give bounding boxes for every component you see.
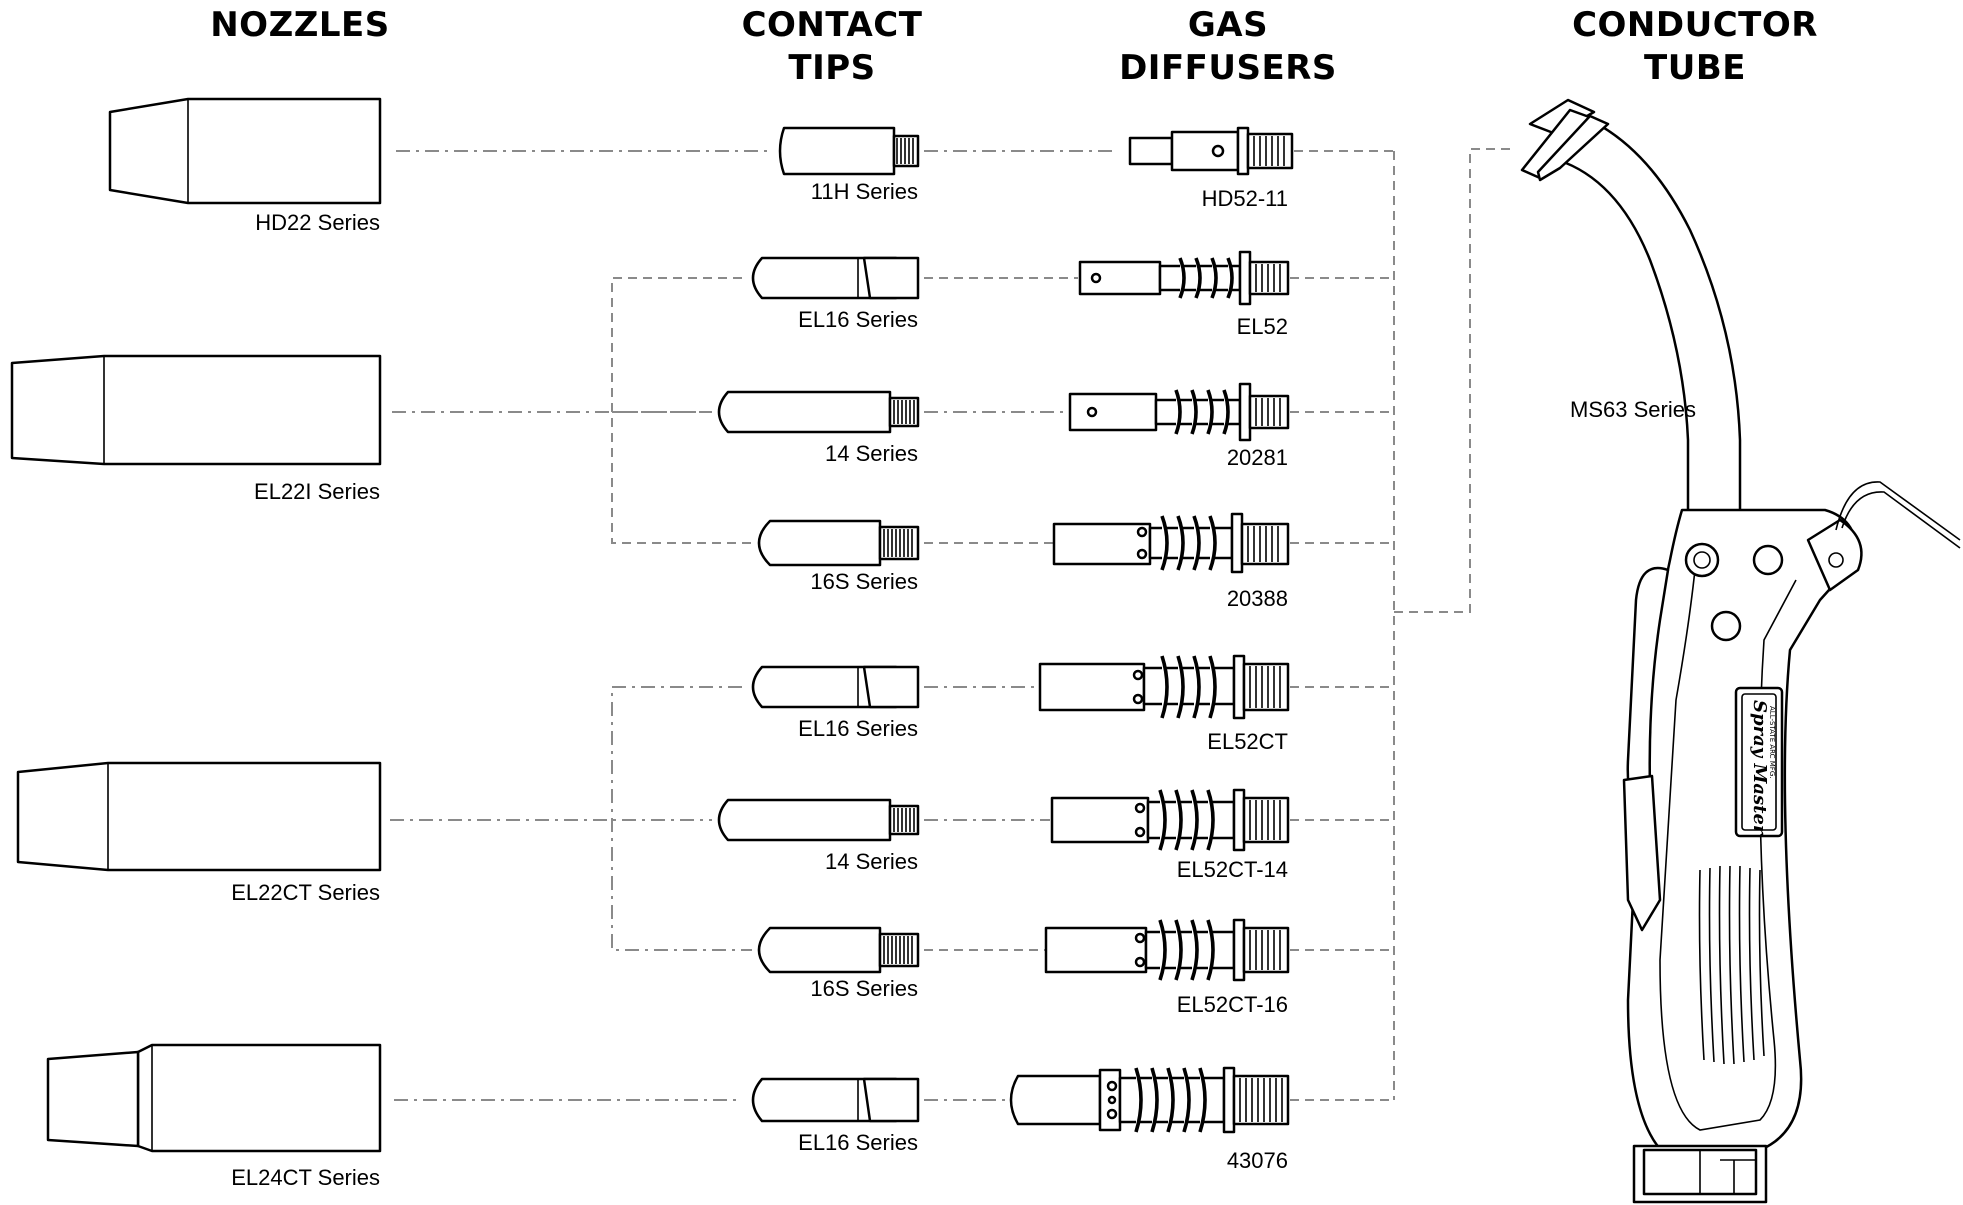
logo-brand-text: Spray Master — [1749, 700, 1770, 836]
tube-tip-collar — [1536, 114, 1610, 182]
diffuser-20281 — [1068, 382, 1290, 442]
header-nozzles: NOZZLES — [210, 5, 390, 45]
tip-label-16s-1: 16S Series — [810, 569, 918, 594]
diffuser-43076 — [1009, 1066, 1290, 1134]
tip-label-el16-1: EL16 Series — [798, 307, 918, 332]
tube-tip-cap — [1528, 98, 1596, 136]
nozzle-el22ct — [16, 761, 382, 872]
tip-16s-2 — [757, 926, 920, 974]
trigger-lever — [1622, 774, 1662, 932]
nozzle-label-el24ct: EL24CT Series — [231, 1165, 380, 1190]
diffuser-label-20281: 20281 — [1227, 445, 1288, 470]
nozzle-label-el22i: EL22I Series — [254, 479, 380, 504]
handle-cable-clip — [1806, 518, 1863, 592]
logo-plate — [1734, 686, 1784, 838]
diffuser-label-43076: 43076 — [1227, 1148, 1288, 1173]
diffuser-hd52-11 — [1128, 126, 1294, 176]
hose-wire — [1835, 481, 1961, 541]
connector-lines — [390, 148, 1516, 1101]
nozzle-label-el22ct: EL22CT Series — [231, 880, 380, 905]
logo-sub-text: ALL-STATE ARC MFG. — [1768, 706, 1776, 778]
nozzle-el24ct — [46, 1043, 382, 1153]
tip-label-14-2: 14 Series — [825, 849, 918, 874]
bracket-el22ct — [611, 686, 752, 951]
tip-label-16s-2: 16S Series — [810, 976, 918, 1001]
diffuser-label-el52ct-14: EL52CT-14 — [1177, 857, 1288, 882]
gooseneck-tube — [1556, 118, 1742, 514]
diffuser-el52ct — [1038, 654, 1290, 720]
header-conductor-tube-line1: CONDUCTOR — [1572, 5, 1818, 45]
diffuser-20388 — [1052, 512, 1290, 574]
gun-trigger — [1626, 566, 1670, 812]
diffuser-label-el52: EL52 — [1237, 314, 1288, 339]
tip-el16-1 — [751, 256, 920, 300]
diffuser-el52ct-14 — [1050, 788, 1290, 852]
tip-14-2 — [717, 798, 920, 842]
bracket-el22i — [611, 277, 752, 544]
handle-screw-1 — [1684, 542, 1720, 578]
handle-screw-2 — [1752, 544, 1784, 576]
contact-tips-column: 11H Series EL16 Series 14 Series 16S Ser… — [717, 126, 920, 1155]
nozzle-hd22 — [108, 97, 382, 205]
handle-screw-3 — [1710, 610, 1742, 642]
header-gas-diffusers-line2: DIFFUSERS — [1119, 48, 1337, 88]
diffuser-label-hd52-11: HD52-11 — [1202, 186, 1288, 211]
tip-11h — [778, 126, 920, 176]
tip-label-el16-2: EL16 Series — [798, 716, 918, 741]
header-gas-diffusers-line1: GAS — [1188, 5, 1268, 45]
tip-el16-3 — [751, 1077, 920, 1123]
conductor-tube-gun: Spray Master ALL-STATE ARC MFG. — [1520, 98, 1961, 1204]
tip-label-11h: 11H Series — [811, 179, 918, 204]
diffuser-label-el52ct: EL52CT — [1207, 729, 1288, 754]
tip-el16-2 — [751, 665, 920, 709]
link-bus-conductor-tube — [1394, 148, 1516, 613]
header-contact-tips-line2: TIPS — [788, 48, 875, 88]
grip-ribs — [1698, 865, 1765, 1065]
diffuser-label-20388: 20388 — [1227, 586, 1288, 611]
diffuser-label-el52ct-16: EL52CT-16 — [1177, 992, 1288, 1017]
header-contact-tips-line1: CONTACT — [742, 5, 923, 45]
tip-label-14-1: 14 Series — [825, 441, 918, 466]
tip-label-el16-3: EL16 Series — [798, 1130, 918, 1155]
header-conductor-tube-line2: TUBE — [1644, 48, 1746, 88]
gas-diffusers-column: HD52-11 EL52 20281 — [1009, 126, 1294, 1173]
conductor-tube-label: MS63 Series — [1570, 397, 1696, 422]
nozzle-el22i — [10, 354, 382, 466]
nozzles-column: HD22 Series EL22I Series EL22CT Series E… — [10, 97, 382, 1190]
tip-16s-1 — [757, 519, 920, 567]
column-headers: NOZZLES CONTACT TIPS GAS DIFFUSERS CONDU… — [210, 5, 1818, 88]
tip-14-1 — [717, 390, 920, 434]
diffuser-el52ct-16 — [1044, 918, 1290, 982]
nozzle-label-hd22: HD22 Series — [255, 210, 380, 235]
diffuser-el52 — [1078, 250, 1290, 306]
